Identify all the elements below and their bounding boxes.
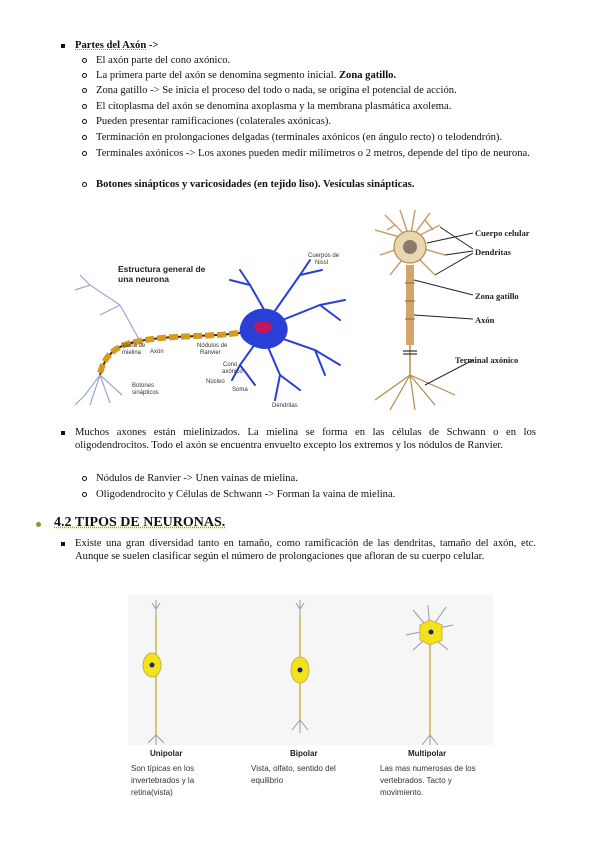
square-bullet bbox=[61, 542, 65, 546]
list-item: Pueden presentar ramificaciones (colater… bbox=[96, 116, 332, 127]
label-zona-gatillo: Zona gatillo bbox=[475, 291, 519, 301]
unipolar-neuron bbox=[142, 600, 165, 745]
circle-bullet bbox=[82, 88, 87, 93]
label-terminal-axonico: Terminal axónico bbox=[455, 355, 518, 365]
list-item: Zona gatillo -> Se inicia el proceso del… bbox=[96, 85, 457, 96]
caption-multipolar-title: Multipolar bbox=[408, 749, 446, 758]
paragraph-tipos: Existe una gran diversidad tanto en tama… bbox=[75, 538, 536, 562]
circle-bullet bbox=[82, 73, 87, 78]
square-bullet bbox=[61, 44, 65, 48]
label-nucleo: Núcleo bbox=[206, 379, 225, 385]
multipolar-neuron bbox=[405, 604, 454, 746]
circle-bullet bbox=[82, 104, 87, 109]
list-item: La primera parte del axón se denomina se… bbox=[96, 69, 396, 82]
label-axon: Axón bbox=[150, 349, 164, 355]
figure-title-line1: Estructura general de bbox=[118, 264, 206, 274]
circle-bullet bbox=[82, 492, 87, 497]
bipolar-neuron bbox=[290, 600, 310, 733]
heading-bullet bbox=[36, 522, 41, 527]
label-cono-2: axónico bbox=[222, 369, 243, 375]
nucleus bbox=[428, 629, 434, 635]
section-title-partes: Partes del Axón -> bbox=[75, 39, 158, 52]
title-suffix: -> bbox=[146, 40, 159, 51]
caption-bipolar-1: Vista, olfato, sentido del bbox=[251, 764, 336, 773]
neuron-parts-figure: Cuerpo celular Dendritas Zona gatillo Ax… bbox=[374, 209, 530, 411]
circle-bullet bbox=[82, 476, 87, 481]
label-soma: Soma bbox=[232, 387, 248, 393]
label-botones-1: Botones bbox=[132, 383, 154, 389]
label-nodulos-1: Nódulos de bbox=[197, 343, 228, 349]
circle-bullet bbox=[82, 151, 87, 156]
label-vaina-2: mielina bbox=[122, 350, 142, 356]
label-axon: Axón bbox=[475, 315, 495, 325]
neuron-structure-figure: Estructura general de una neurona bbox=[74, 253, 346, 409]
nucleus-shape bbox=[403, 240, 417, 254]
title-text: Partes del Axón bbox=[75, 40, 147, 51]
list-item: Oligodendrocito y Células de Schwann -> … bbox=[96, 489, 396, 500]
figure-title-line2: una neurona bbox=[118, 274, 169, 284]
label-cuerpos-nissl-2: Nissl bbox=[315, 260, 328, 266]
list-item: Terminales axónicos -> Los axones pueden… bbox=[96, 148, 530, 159]
list-item: Botones sinápticos y varicosidades (en t… bbox=[96, 179, 415, 190]
list-item: Terminación en prolongaciones delgadas (… bbox=[96, 132, 503, 143]
label-cono-1: Cono bbox=[223, 362, 238, 368]
square-bullet bbox=[61, 431, 65, 435]
list-item: El citoplasma del axón se denomina axopl… bbox=[96, 101, 452, 112]
figure-background bbox=[128, 595, 493, 745]
label-dendritas: Dendritas bbox=[475, 247, 512, 257]
label-botones-2: sinápticos bbox=[132, 390, 159, 396]
circle-bullet bbox=[82, 135, 87, 140]
label-cuerpo-celular: Cuerpo celular bbox=[475, 228, 530, 238]
paragraph-mielina: Muchos axones están mielinizados. La mie… bbox=[75, 427, 536, 451]
list-item-bold: Zona gatillo. bbox=[338, 70, 397, 81]
caption-multipolar-3: movimiento. bbox=[380, 788, 423, 797]
circle-bullet bbox=[82, 58, 87, 63]
list-item-text: La primera parte del axón se denomina se… bbox=[96, 70, 339, 81]
circle-bullet bbox=[82, 119, 87, 124]
label-cuerpos-nissl-1: Cuerpos de bbox=[308, 253, 340, 259]
list-item: Nódulos de Ranvier -> Unen vainas de mie… bbox=[96, 473, 298, 484]
label-vaina-1: Vaina de bbox=[122, 343, 146, 349]
neuron-types-figure: Unipolar Son típicas en los invertebrado… bbox=[128, 595, 493, 797]
axon-shape bbox=[406, 265, 414, 345]
caption-unipolar-3: retina(vista) bbox=[131, 788, 173, 797]
list-item: El axón parte del cono axónico. bbox=[96, 55, 231, 66]
caption-multipolar-2: vertebrados. Tacto y bbox=[380, 776, 452, 785]
section-heading-tipos: 4.2 TIPOS DE NEURONAS. bbox=[54, 515, 226, 530]
caption-bipolar-2: equilibrio bbox=[251, 776, 284, 785]
caption-multipolar-1: Las mas numerosas de los bbox=[380, 764, 476, 773]
circle-bullet bbox=[82, 182, 87, 187]
caption-unipolar-2: invertebrados y la bbox=[131, 776, 195, 785]
nucleus bbox=[297, 667, 303, 673]
caption-unipolar-title: Unipolar bbox=[150, 749, 182, 758]
nucleus bbox=[149, 662, 155, 668]
caption-bipolar-title: Bipolar bbox=[290, 749, 318, 758]
nucleus-shape bbox=[254, 321, 272, 333]
label-nodulos-2: Ranvier bbox=[200, 350, 221, 356]
label-dendritas: Dendritas bbox=[272, 403, 298, 409]
caption-unipolar-1: Son típicas en los bbox=[131, 764, 194, 773]
myelin-sheath bbox=[97, 330, 239, 374]
